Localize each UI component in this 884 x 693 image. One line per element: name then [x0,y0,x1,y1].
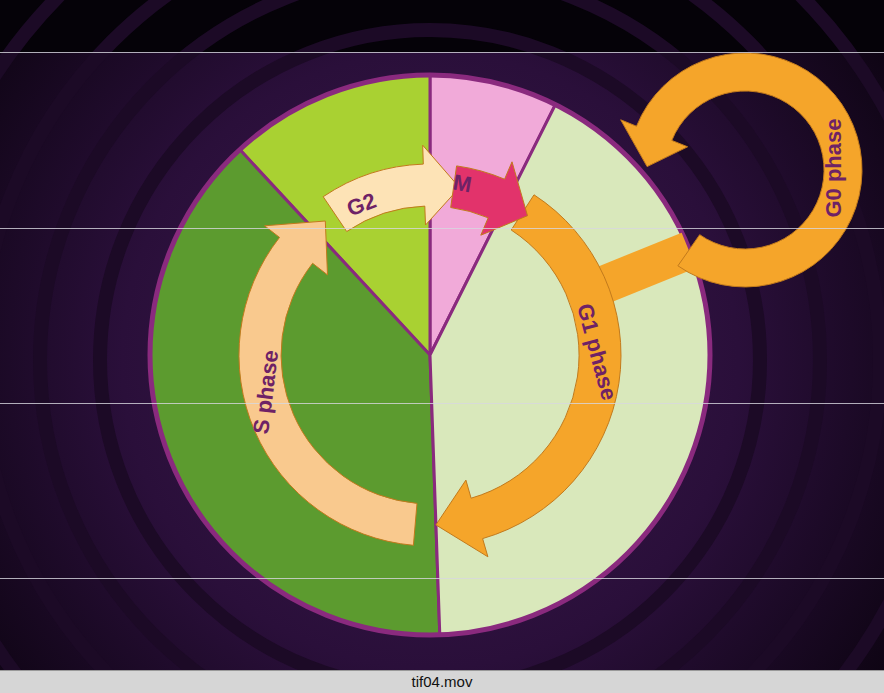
phase-sectors [150,75,710,635]
g0-loop-arrow [621,53,862,287]
phase-name: G0 phase [821,118,846,217]
scan-lines [0,53,884,579]
s-arrow [239,221,417,545]
g2-arrow [323,145,459,231]
phase-label: G0 phase [821,114,847,221]
background-ring [40,0,820,693]
cycle-circle-outline [150,75,710,635]
scan-line [0,578,884,579]
phase-sector [150,150,440,635]
caption-text: tif04.mov [412,673,473,690]
cycle-arrows [239,53,862,557]
caption-bar: tif04.mov [0,670,884,693]
m-arrow [451,162,528,235]
phase-name: M [451,170,473,198]
phase-label: M [447,169,477,199]
scan-line [0,403,884,404]
phase-sector [430,105,710,635]
scan-line [0,228,884,229]
scan-line [0,52,884,53]
